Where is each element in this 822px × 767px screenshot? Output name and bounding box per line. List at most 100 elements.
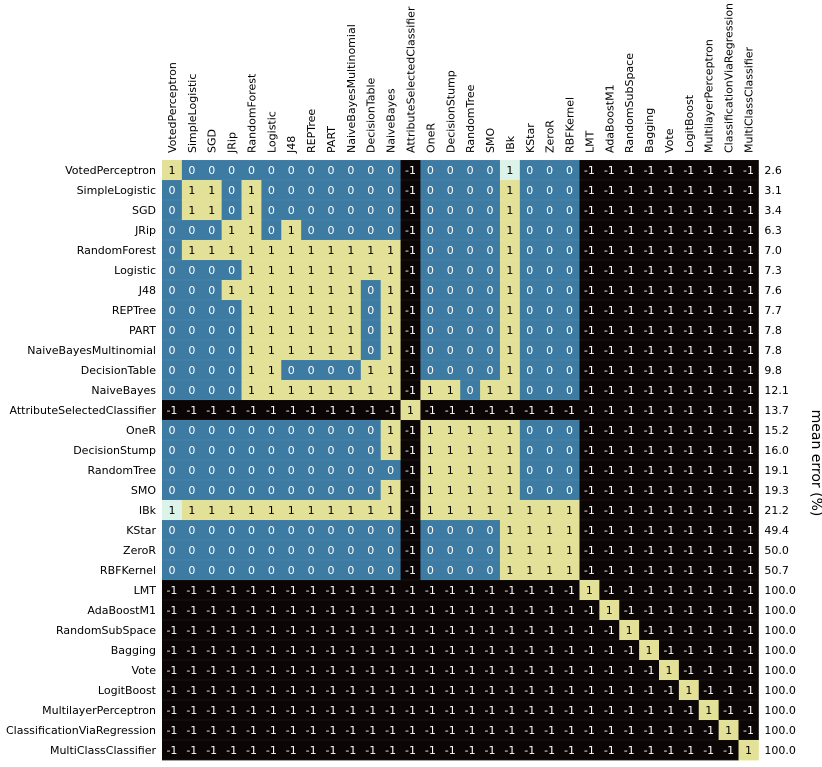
cell-value: 0 <box>447 204 454 217</box>
heatmap-cell <box>559 300 580 321</box>
heatmap-cell <box>241 220 262 241</box>
cell-value: 0 <box>427 284 434 297</box>
heatmap-cell <box>162 440 183 461</box>
heatmap-cell <box>678 480 700 501</box>
cell-value: 1 <box>308 384 315 397</box>
heatmap-cell <box>499 200 521 221</box>
cell-value: -1 <box>405 484 416 497</box>
heatmap-cell <box>380 280 401 301</box>
heatmap-cell <box>579 640 600 661</box>
heatmap-cell <box>738 180 759 201</box>
cell-value: 0 <box>487 564 494 577</box>
cell-value: -1 <box>286 684 297 697</box>
cell-value: -1 <box>604 464 615 477</box>
cell-value: 0 <box>168 244 175 257</box>
cell-value: -1 <box>485 604 496 617</box>
heatmap-cell <box>420 320 441 341</box>
heatmap-cell <box>420 720 441 741</box>
cell-value: -1 <box>445 664 456 677</box>
mean-error-value: 100.0 <box>764 644 796 657</box>
heatmap-cell <box>698 380 720 401</box>
heatmap-cell <box>440 460 461 481</box>
cell-value: 0 <box>487 364 494 377</box>
heatmap-cell <box>460 200 481 221</box>
cell-value: 1 <box>347 504 354 517</box>
heatmap-cell <box>221 500 242 521</box>
heatmap-cell <box>162 680 183 701</box>
cell-value: 1 <box>606 604 613 617</box>
heatmap-cell <box>539 260 560 281</box>
heatmap-cell <box>321 640 342 661</box>
heatmap-cell <box>678 520 700 541</box>
heatmap-cell <box>599 440 620 461</box>
cell-value: -1 <box>723 324 734 337</box>
cell-value: -1 <box>166 584 177 597</box>
heatmap-cell <box>480 660 501 681</box>
cell-value: -1 <box>743 704 754 717</box>
cell-value: -1 <box>644 584 655 597</box>
heatmap-cell <box>221 180 242 201</box>
heatmap-cell <box>340 260 362 281</box>
heatmap-cell <box>480 420 501 441</box>
heatmap-cell <box>460 380 481 401</box>
heatmap-cell <box>460 620 481 641</box>
heatmap-cell <box>619 560 640 581</box>
heatmap-cell <box>162 340 183 361</box>
heatmap-cell <box>738 580 759 601</box>
heatmap-cell <box>659 620 680 641</box>
heatmap-cell <box>321 700 342 721</box>
cell-value: -1 <box>425 704 436 717</box>
heatmap-cell <box>659 740 680 761</box>
heatmap-cell <box>301 700 322 721</box>
cell-value: -1 <box>385 624 396 637</box>
heatmap-cell <box>261 160 282 181</box>
mean-error-axis-label: mean error (%) <box>808 410 822 517</box>
cell-value: 1 <box>566 564 573 577</box>
heatmap-cell <box>181 280 203 301</box>
heatmap-cell <box>738 160 759 181</box>
cell-value: 0 <box>427 524 434 537</box>
heatmap-cell <box>360 740 382 761</box>
cell-value: 0 <box>208 264 215 277</box>
heatmap-cell <box>659 240 680 261</box>
heatmap-cell <box>181 380 203 401</box>
cell-value: -1 <box>405 604 416 617</box>
heatmap-cell <box>619 620 640 641</box>
heatmap-cell <box>321 380 342 401</box>
heatmap-cell <box>360 660 382 681</box>
cell-value: 0 <box>427 264 434 277</box>
heatmap-cell <box>738 380 759 401</box>
heatmap-cell <box>559 520 580 541</box>
cell-value: -1 <box>584 504 595 517</box>
cell-value: 1 <box>248 304 255 317</box>
cell-value: 1 <box>387 244 394 257</box>
heatmap-cell <box>281 440 302 461</box>
cell-value: -1 <box>663 524 674 537</box>
cell-value: -1 <box>683 464 694 477</box>
heatmap-cell <box>619 340 640 361</box>
heatmap-cell <box>579 240 600 261</box>
cell-value: 1 <box>586 584 593 597</box>
cell-value: -1 <box>663 184 674 197</box>
cell-value: 0 <box>467 564 474 577</box>
heatmap-cell <box>261 600 282 621</box>
heatmap-cell <box>221 420 242 441</box>
heatmap-cell <box>321 720 342 741</box>
cell-value: -1 <box>166 744 177 757</box>
cell-value: -1 <box>564 664 575 677</box>
heatmap-cell <box>261 520 282 541</box>
cell-value: -1 <box>683 724 694 737</box>
heatmap-cell <box>480 300 501 321</box>
cell-value: -1 <box>584 744 595 757</box>
heatmap-cell <box>718 420 739 441</box>
heatmap-cell <box>639 460 660 481</box>
cell-value: -1 <box>624 464 635 477</box>
heatmap-cell <box>340 720 362 741</box>
cell-value: 0 <box>168 364 175 377</box>
heatmap-cell <box>261 700 282 721</box>
heatmap-cell <box>162 500 183 521</box>
heatmap-cell <box>241 680 262 701</box>
cell-value: 0 <box>427 564 434 577</box>
cell-value: 1 <box>506 304 513 317</box>
cell-value: 0 <box>327 524 334 537</box>
